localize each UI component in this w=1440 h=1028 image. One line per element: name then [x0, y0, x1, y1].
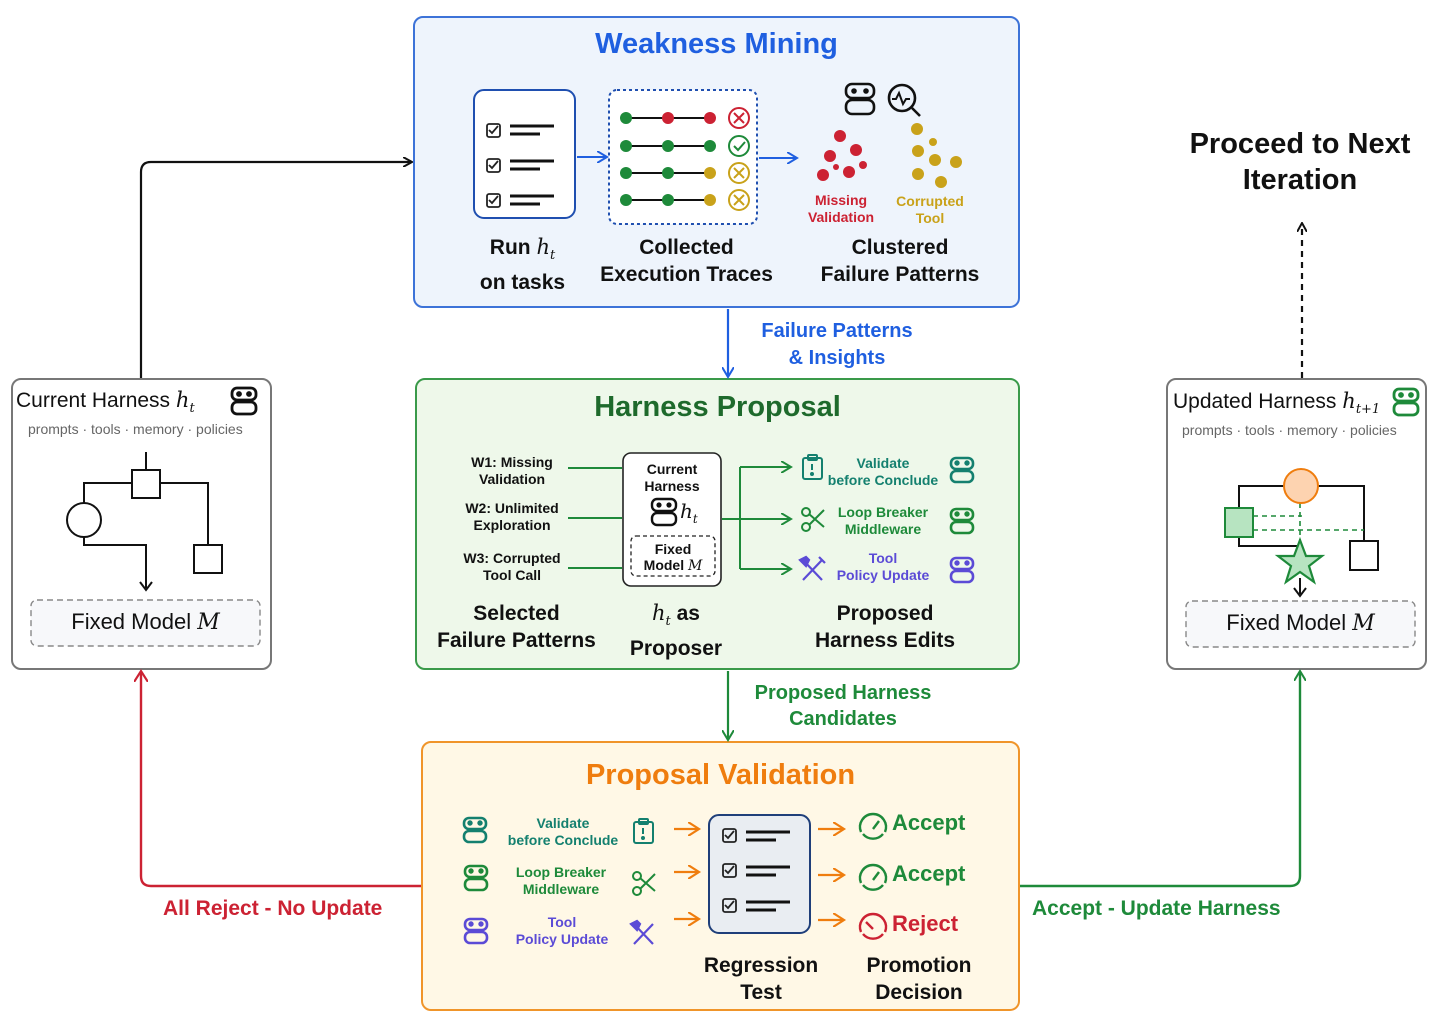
- decision-accept-2: Accept: [892, 861, 966, 886]
- current-harness-tags: prompts · tools · memory · policies: [28, 421, 243, 437]
- accept-update-label: Accept - Update Harness: [1032, 897, 1281, 920]
- gauge-accept-icon-2: [858, 863, 888, 891]
- failure-patterns-insights-label: Failure Patterns& Insights: [761, 320, 913, 369]
- run-on-tasks-label: Run ht on tasks: [479, 235, 566, 295]
- decision-reject: Reject: [892, 911, 959, 936]
- scissors-icon: [801, 507, 825, 532]
- tools-icon-val: [629, 919, 654, 945]
- proposer-fixed-model-label: Fixed Model M: [643, 541, 703, 574]
- ht-as-proposer-label: ht as Proposer: [629, 601, 723, 661]
- robot-icon-val-1: [462, 816, 488, 844]
- updated-harness-title: Updated Harness ht+1: [1173, 389, 1381, 418]
- task-checklist-icon: [473, 89, 576, 219]
- trace-rows: [620, 107, 750, 211]
- robot-icon-edit-3: [949, 556, 975, 584]
- regression-test-icon: [708, 814, 811, 934]
- gauge-reject-icon: [858, 912, 888, 940]
- current-fixed-model-label: Fixed Model M: [71, 609, 220, 635]
- clustered-patterns-label: Clustered Failure Patterns: [820, 236, 980, 286]
- robot-icon-proposer: [650, 497, 678, 527]
- updated-harness-graph: [1224, 468, 1379, 598]
- corrupted-tool-cluster: [911, 123, 962, 188]
- search-analysis-icon: [887, 83, 921, 117]
- scissors-icon-val: [632, 871, 656, 896]
- robot-icon-val-2: [463, 864, 489, 892]
- all-reject-label: All Reject - No Update: [163, 897, 383, 920]
- execution-traces-box: [608, 89, 758, 225]
- arrow-current-to-mining: [139, 162, 411, 378]
- current-fixed-model-box: [30, 599, 261, 647]
- robot-icon-current: [230, 386, 258, 416]
- alert-clipboard-icon-val: [633, 818, 654, 844]
- weakness-mining-title: Weakness Mining: [595, 28, 838, 60]
- gauge-accept-icon-1: [858, 812, 888, 840]
- updated-fixed-model-label: Fixed Model M: [1226, 610, 1375, 636]
- collected-traces-label: Collected Execution Traces: [600, 236, 773, 286]
- alert-clipboard-icon: [802, 454, 823, 480]
- updated-harness-tags: prompts · tools · memory · policies: [1182, 422, 1397, 438]
- robot-icon-updated: [1392, 387, 1420, 417]
- updated-fixed-model-box: [1185, 600, 1416, 648]
- robot-icon-mining: [844, 82, 876, 116]
- robot-icon-val-3: [463, 917, 489, 945]
- current-harness-graph: [66, 452, 223, 592]
- harness-proposal-title: Harness Proposal: [594, 391, 841, 423]
- missing-validation-cluster: [817, 130, 867, 181]
- decision-accept-1: Accept: [892, 810, 966, 835]
- robot-icon-edit-2: [949, 507, 975, 535]
- robot-icon-edit-1: [949, 456, 975, 484]
- tools-icon: [798, 555, 826, 581]
- current-harness-title: Current Harness ht: [16, 388, 195, 417]
- arrow-all-reject: [141, 672, 421, 888]
- arrow-accept-update: [1020, 672, 1300, 888]
- proposer-symbol: ht: [680, 499, 698, 526]
- proposal-validation-title: Proposal Validation: [585, 759, 856, 791]
